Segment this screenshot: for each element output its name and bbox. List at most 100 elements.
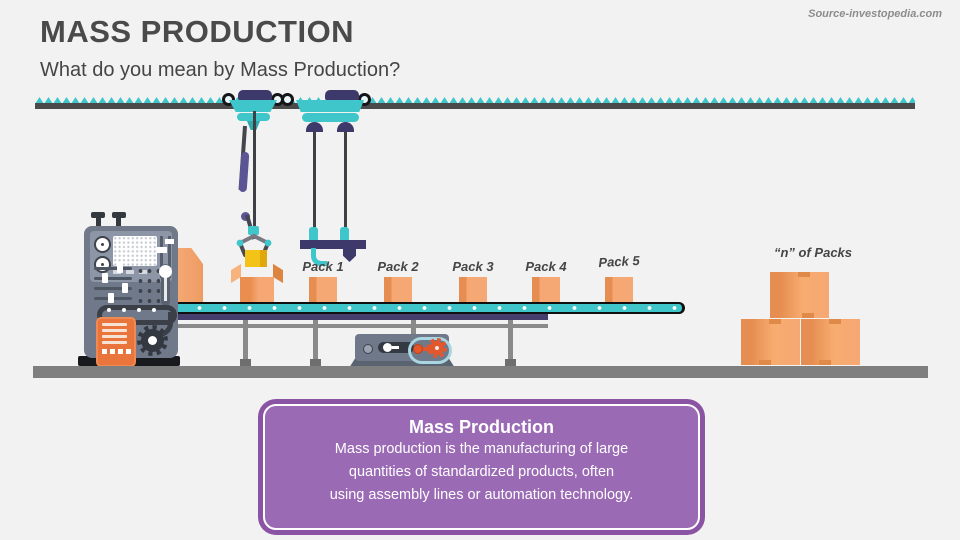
rail-teeth-icon (35, 97, 915, 104)
trolley-cap (325, 90, 359, 100)
antenna-icon (96, 217, 101, 227)
antenna-icon (112, 212, 126, 218)
gauge-icon (94, 236, 111, 253)
conveyor-foot (310, 359, 321, 366)
motor-base (349, 358, 455, 368)
arm-cable (253, 111, 256, 228)
vertical-slider (160, 236, 163, 278)
pack-label: Pack 1 (302, 259, 344, 274)
hopper-container (177, 248, 203, 305)
chain-drive-wheel (413, 344, 423, 354)
page-subtitle: What do you mean by Mass Production? (40, 59, 401, 81)
trolley-cap (238, 90, 272, 100)
rail-bar (35, 103, 915, 109)
conveyor-frame (178, 324, 548, 328)
hook-icon (311, 248, 327, 266)
stack-box (770, 272, 829, 318)
vent-button (102, 349, 107, 354)
pack-box (384, 277, 412, 303)
open-box (240, 277, 274, 304)
belt-dot (152, 308, 156, 312)
vent-slat (102, 341, 127, 344)
conveyor-leg (243, 320, 248, 364)
chain-gear-hub (435, 346, 439, 350)
vertical-slider (168, 236, 171, 278)
flywheel-gear-hub (148, 336, 157, 345)
spreader-bar (300, 240, 366, 249)
hook-icon (343, 248, 356, 262)
antenna-icon (116, 217, 121, 227)
conveyor-foot (505, 359, 516, 366)
motor-switch-knob (383, 343, 392, 352)
slider-knob (122, 283, 128, 293)
trolley-wheel-icon (281, 93, 294, 106)
belt-dot (122, 308, 126, 312)
slider-track (94, 267, 132, 270)
page-title: MASS PRODUCTION (40, 14, 355, 49)
stack-label: “n” of Packs (773, 245, 853, 260)
trolley-body (296, 100, 364, 112)
pulley-icon (306, 122, 323, 132)
pack-label: Pack 2 (377, 259, 419, 274)
slider-track (94, 277, 132, 280)
vent-slat (102, 335, 127, 338)
pack-label: Pack 4 (525, 259, 567, 274)
vent-button (110, 349, 115, 354)
slider-knob (102, 273, 108, 283)
belt-dot (137, 308, 141, 312)
vent-button (118, 349, 123, 354)
conveyor-leg (508, 320, 513, 364)
definition-text-line: using assembly lines or automation techn… (329, 487, 634, 503)
stack-box (801, 319, 860, 365)
lever-stem (164, 277, 167, 301)
motor-bolt-icon (363, 344, 373, 354)
trolley-body (229, 100, 277, 112)
dot-matrix-screen (113, 236, 157, 266)
vent-slat (102, 329, 127, 332)
belt-dot (107, 308, 111, 312)
definition-title: Mass Production (408, 417, 555, 437)
drive-belt (97, 305, 177, 325)
floor (33, 366, 928, 378)
slider-knob (156, 247, 167, 253)
conveyor-belt (178, 302, 685, 314)
definition-text-line: Mass production is the manufacturing of … (334, 441, 629, 457)
definition-box-inner: Mass Production Mass production is the m… (263, 404, 700, 530)
cable-end (309, 227, 318, 242)
vent-slat (102, 323, 127, 326)
hoist-cable (313, 132, 316, 228)
slider-knob (108, 293, 114, 303)
pack-box (459, 277, 487, 303)
gripper-claw-icon (236, 234, 272, 257)
chain-drive-outline (408, 337, 452, 364)
pack-label: Pack 3 (452, 259, 494, 274)
slider-knob (165, 239, 174, 244)
gripped-package (245, 250, 267, 267)
definition-box: Mass Production Mass production is the m… (258, 399, 705, 535)
vent-button (126, 349, 131, 354)
open-box-flap (273, 263, 283, 284)
conveyor-leg (313, 320, 318, 364)
antenna-icon (91, 212, 105, 218)
motor-switch-pointer (392, 346, 399, 349)
trolley-underbar (302, 113, 359, 122)
cable-end (340, 227, 349, 242)
slider-knob (117, 263, 123, 273)
conveyor-stripe (178, 314, 548, 320)
source-credit: Source-investopedia.com (808, 8, 942, 20)
indicator-chip (126, 270, 134, 274)
pack-box (605, 277, 633, 303)
pack-label: Pack 5 (598, 252, 640, 271)
conveyor-foot (240, 359, 251, 366)
arm-sleeve (238, 151, 250, 193)
slider-track (94, 287, 132, 290)
pack-box (309, 277, 337, 303)
pack-box (532, 277, 560, 303)
button-grid (134, 263, 160, 303)
lever-handle (159, 265, 172, 278)
pulley-icon (337, 122, 354, 132)
stack-box (741, 319, 800, 365)
hoist-cable (344, 132, 347, 228)
definition-text-line: quantities of standardized products, oft… (348, 464, 615, 480)
